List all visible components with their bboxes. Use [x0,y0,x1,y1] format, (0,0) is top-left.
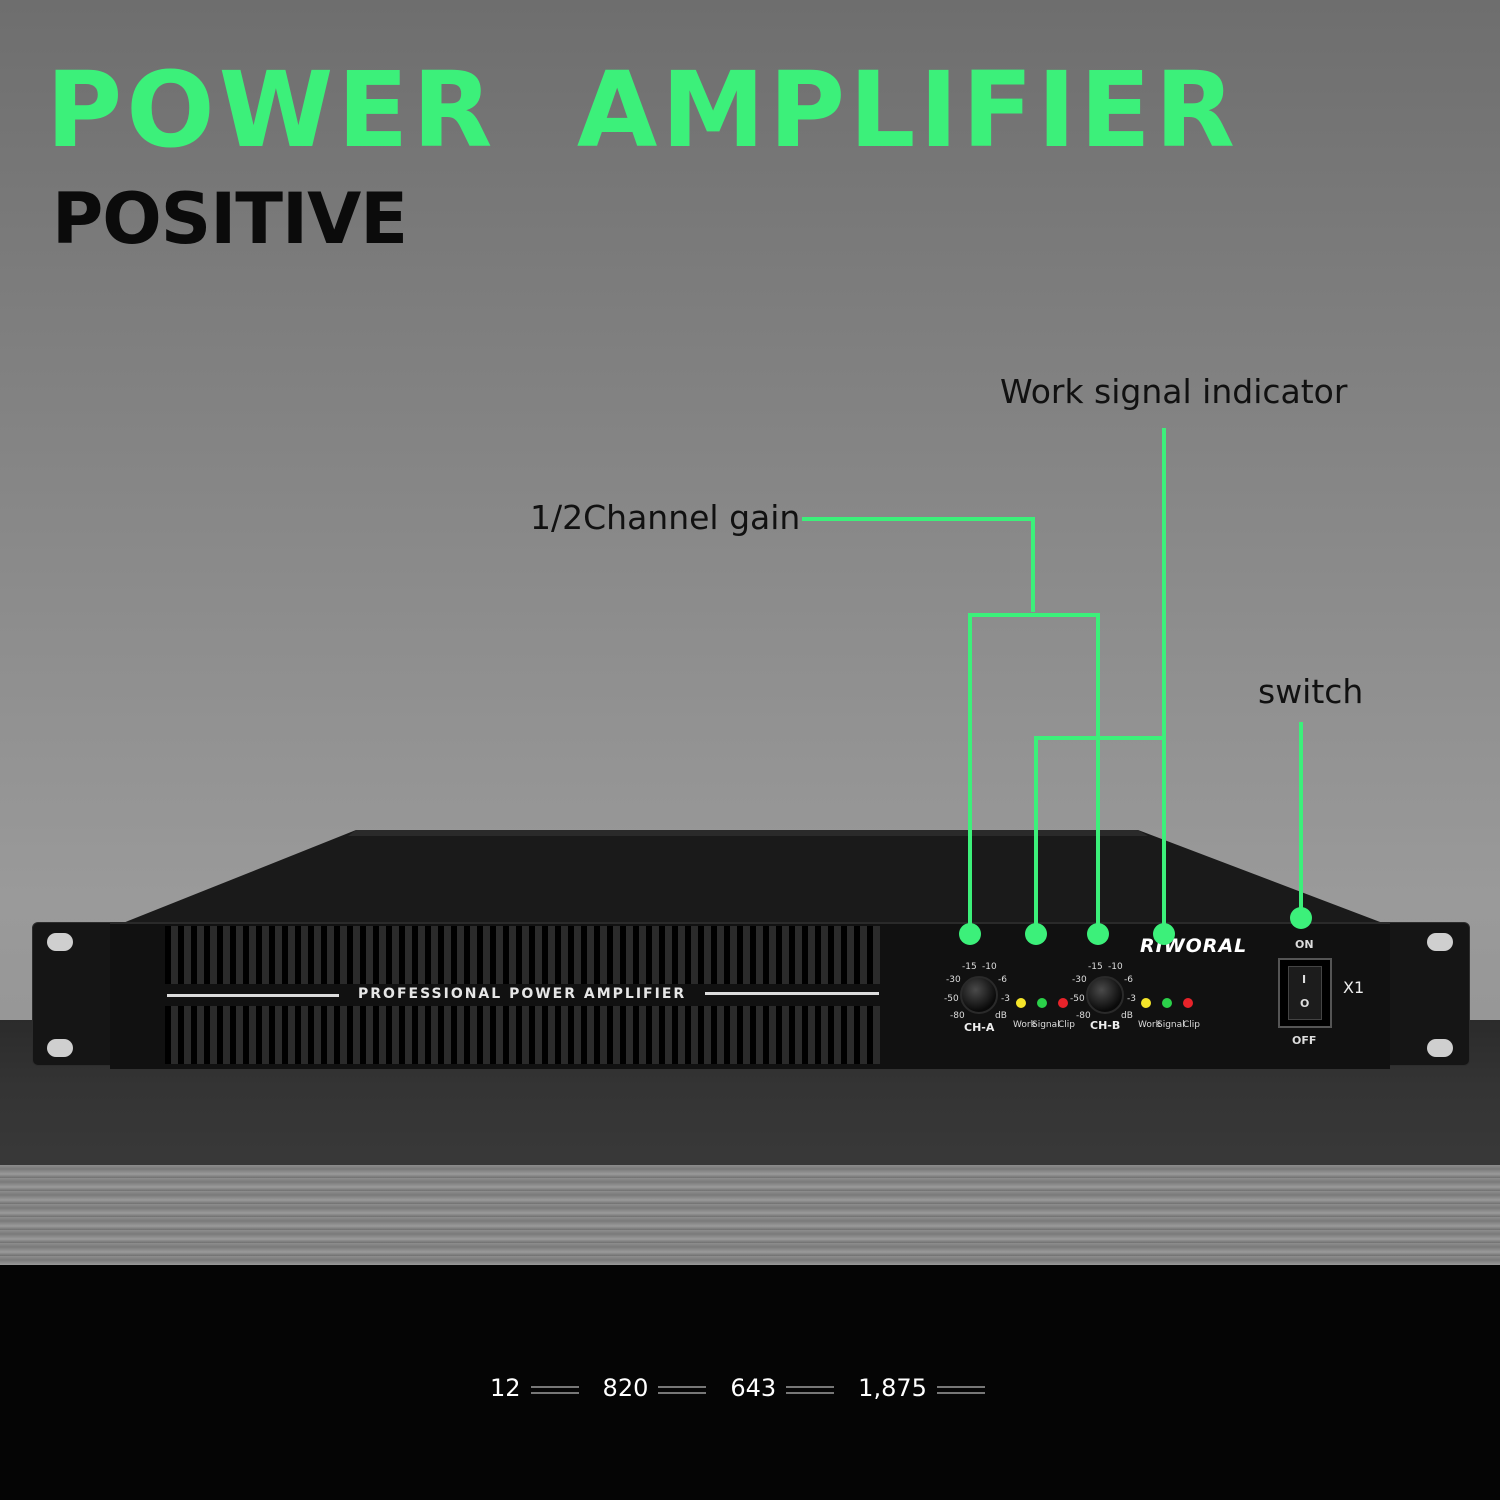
rocker-off-symbol: O [1300,997,1310,1010]
rack-ear-right [1388,922,1470,1066]
caption-glyph [658,1385,707,1398]
scale-label: -80 [950,1011,965,1021]
panel-label: PROFESSIONAL POWER AMPLIFIER [352,986,693,1002]
stat-value: 643 [730,1374,777,1402]
switch-off-label: OFF [1292,1034,1317,1047]
rack-ear-left [32,922,114,1066]
vent-grille-bottom [165,1006,880,1064]
power-switch[interactable]: I O [1278,958,1332,1028]
scale-label: -80 [1076,1011,1091,1021]
led-label: Signal [1032,1020,1060,1030]
channel-label-b: CH-B [1090,1019,1121,1032]
rocker-on-symbol: I [1302,973,1307,986]
caption-glyph [936,1385,985,1398]
scale-label: -6 [998,975,1007,985]
led-clip-a [1058,998,1068,1008]
stat-item: 820 [603,1374,707,1402]
rack-hole [1427,1039,1453,1057]
scale-label: -15 [962,962,977,972]
scale-label: -15 [1088,962,1103,972]
led-clip-b [1183,998,1193,1008]
led-work-b [1141,998,1151,1008]
caption-glyph [530,1385,579,1398]
scale-label: -50 [944,994,959,1004]
caption-glyph [786,1385,835,1398]
scale-label: -30 [946,975,961,985]
stat-item: 12 [490,1374,579,1402]
rack-hole [1427,933,1453,951]
dark-floor [0,1265,1500,1500]
stat-value: 1,875 [858,1374,927,1402]
panel-rule-left [167,994,339,997]
stat-value: 820 [602,1374,649,1402]
scale-label: -30 [1072,975,1087,985]
gain-leader-line [802,517,1035,612]
page-subtitle: POSITIVE [52,178,408,260]
wood-edge [0,1165,1500,1265]
rack-hole [47,1039,73,1057]
stat-item: 643 [730,1374,835,1402]
led-work-a [1016,998,1026,1008]
stats-strip: 12 820 643 1,875 [490,1353,1030,1423]
scale-label: -10 [1108,962,1123,972]
callout-work-signal: Work signal indicator [1000,372,1348,411]
led-label: Work [1138,1020,1161,1030]
vent-grille-top [165,926,880,984]
callout-switch: switch [1258,672,1364,711]
scale-label: -3 [1001,994,1010,1004]
scale-label: dB [995,1011,1007,1021]
brand-logo: RIWORAL [1140,935,1248,957]
scale-label: -3 [1127,994,1136,1004]
led-signal-a [1037,998,1047,1008]
scale-label: -6 [1124,975,1133,985]
stat-item: 1,875 [858,1374,985,1402]
rack-hole [47,933,73,951]
scale-label: -10 [982,962,997,972]
led-label: Signal [1157,1020,1185,1030]
stat-value: 12 [490,1374,521,1402]
gain-knob-ch-a[interactable] [960,976,998,1014]
led-label: Clip [1058,1020,1075,1030]
led-label: Clip [1183,1020,1200,1030]
power-rocker[interactable]: I O [1288,966,1322,1020]
page-title: POWER AMPLIFIER [46,49,1239,171]
scale-label: -50 [1070,994,1085,1004]
scale-label: dB [1121,1011,1133,1021]
led-signal-b [1162,998,1172,1008]
channel-label-a: CH-A [964,1021,995,1034]
amplifier-top [118,830,1388,925]
led-label: Work [1013,1020,1036,1030]
switch-on-label: ON [1295,938,1314,951]
callout-channel-gain: 1/2Channel gain [530,498,801,537]
gain-knob-ch-b[interactable] [1086,976,1124,1014]
panel-rule-right [705,992,879,995]
model-label: X1 [1343,978,1365,997]
